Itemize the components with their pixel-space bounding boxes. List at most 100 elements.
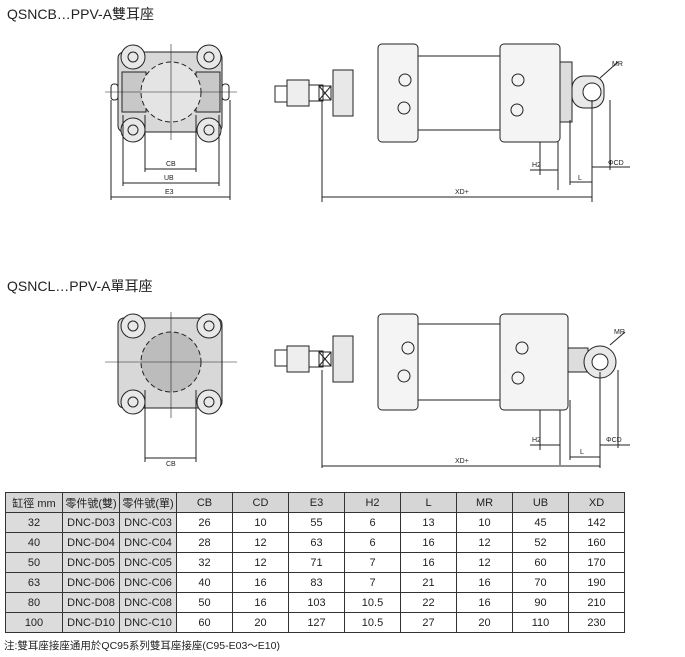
dim-h2: H2	[532, 437, 541, 444]
table-cell: 45	[512, 512, 569, 533]
table-cell: DNC-D04	[62, 532, 120, 553]
table-cell: 20	[232, 612, 289, 633]
table-cell: DNC-D06	[62, 572, 120, 593]
table-cell: 190	[568, 572, 625, 593]
table-cell: 230	[568, 612, 625, 633]
table-cell: 10	[232, 512, 289, 533]
table-cell: 16	[232, 572, 289, 593]
column-header: XD	[568, 492, 625, 513]
table-cell: 16	[232, 592, 289, 613]
dim-cd: ΦCD	[608, 160, 624, 167]
table-cell: 10	[456, 512, 513, 533]
dim-l: L	[580, 449, 584, 456]
table-cell: 32	[176, 552, 233, 573]
table-cell: DNC-D05	[62, 552, 120, 573]
table-cell: DNC-C03	[119, 512, 177, 533]
table-cell: 60	[176, 612, 233, 633]
dim-xd: XD+	[455, 189, 469, 196]
table-cell: 27	[400, 612, 457, 633]
table-cell: 40	[5, 532, 63, 553]
table-cell: 12	[456, 532, 513, 553]
table-cell: 63	[288, 532, 345, 553]
table-cell: 6	[344, 532, 401, 553]
column-header: 缸徑 mm	[5, 492, 63, 513]
table-cell: 13	[400, 512, 457, 533]
table-cell: 16	[456, 592, 513, 613]
table-cell: 16	[400, 532, 457, 553]
table-cell: DNC-D10	[62, 612, 120, 633]
column-header: MR	[456, 492, 513, 513]
table-cell: 100	[5, 612, 63, 633]
table-cell: 32	[5, 512, 63, 533]
dim-l: L	[578, 175, 582, 182]
table-cell: 7	[344, 552, 401, 573]
table-cell: 26	[176, 512, 233, 533]
column-header: CB	[176, 492, 233, 513]
table-cell: 127	[288, 612, 345, 633]
section-title-single-clevis: QSNCL…PPV-A單耳座	[7, 278, 153, 294]
table-cell: 160	[568, 532, 625, 553]
table-cell: 16	[456, 572, 513, 593]
column-header: E3	[288, 492, 345, 513]
table-cell: 20	[456, 612, 513, 633]
dim-cd: ΦCD	[606, 437, 622, 444]
dim-mr: MR	[612, 61, 623, 68]
table-cell: 170	[568, 552, 625, 573]
table-cell: 12	[456, 552, 513, 573]
footnote: 注:雙耳座接座通用於QC95系列雙耳座接座(C95-E03～E10)	[4, 640, 280, 652]
table-cell: 83	[288, 572, 345, 593]
table-cell: 10.5	[344, 612, 401, 633]
table-cell: 10.5	[344, 592, 401, 613]
dim-cb: CB	[166, 461, 176, 468]
table-cell: 28	[176, 532, 233, 553]
table-cell: 16	[400, 552, 457, 573]
table-cell: 40	[176, 572, 233, 593]
table-cell: DNC-C10	[119, 612, 177, 633]
table-cell: 63	[5, 572, 63, 593]
table-cell: 12	[232, 532, 289, 553]
table-cell: 50	[5, 552, 63, 573]
column-header: UB	[512, 492, 569, 513]
dim-e3: E3	[165, 189, 174, 196]
column-header: 零件號(雙)	[62, 492, 120, 513]
dim-cb: CB	[166, 161, 176, 168]
table-cell: 142	[568, 512, 625, 533]
table-cell: DNC-C05	[119, 552, 177, 573]
table-cell: 60	[512, 552, 569, 573]
section-title-double-clevis: QSNCB…PPV-A雙耳座	[7, 6, 155, 22]
table-cell: 80	[5, 592, 63, 613]
table-cell: 90	[512, 592, 569, 613]
table-cell: DNC-C08	[119, 592, 177, 613]
table-cell: 103	[288, 592, 345, 613]
table-cell: DNC-C06	[119, 572, 177, 593]
table-cell: DNC-D08	[62, 592, 120, 613]
dim-xd: XD+	[455, 458, 469, 465]
table-cell: 70	[512, 572, 569, 593]
table-cell: 50	[176, 592, 233, 613]
table-cell: 210	[568, 592, 625, 613]
single-clevis-drawing: CB H2 L ΦCD MR XD+	[105, 312, 630, 468]
table-cell: 71	[288, 552, 345, 573]
table-cell: 6	[344, 512, 401, 533]
column-header: 零件號(單)	[119, 492, 177, 513]
column-header: H2	[344, 492, 401, 513]
dim-mr: MR	[614, 329, 625, 336]
table-cell: 22	[400, 592, 457, 613]
table-cell: DNC-D03	[62, 512, 120, 533]
dim-h2: H2	[532, 162, 541, 169]
column-header: CD	[232, 492, 289, 513]
table-cell: 7	[344, 572, 401, 593]
table-cell: 55	[288, 512, 345, 533]
table-cell: DNC-C04	[119, 532, 177, 553]
column-header: L	[400, 492, 457, 513]
table-cell: 52	[512, 532, 569, 553]
table-cell: 21	[400, 572, 457, 593]
